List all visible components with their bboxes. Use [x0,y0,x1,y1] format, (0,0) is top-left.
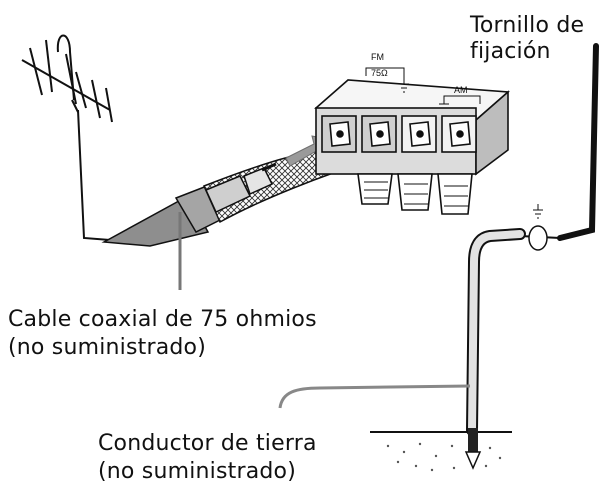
coax-label-line2: (no suministrado) [8,335,207,360]
ground-label-pointer [278,384,471,409]
fm-antenna-icon [21,34,113,241]
ground-label-line1: Conductor de tierra [98,431,317,456]
fm-impedance-label: 75Ω [371,68,388,78]
ground-wire [466,43,599,436]
ground-label-line2: (no suministrado) [98,459,297,484]
coax-label-line1: Cable coaxial de 75 ohmios [8,307,317,332]
screw-label-line2: fijación [470,39,551,64]
antenna-terminal-block [314,67,510,215]
ground-rod-icon [370,428,512,472]
screw-label-line1: Tornillo de [470,13,585,38]
fm-terminal-label: FM [371,52,384,62]
am-terminal-label: AM [454,85,468,95]
